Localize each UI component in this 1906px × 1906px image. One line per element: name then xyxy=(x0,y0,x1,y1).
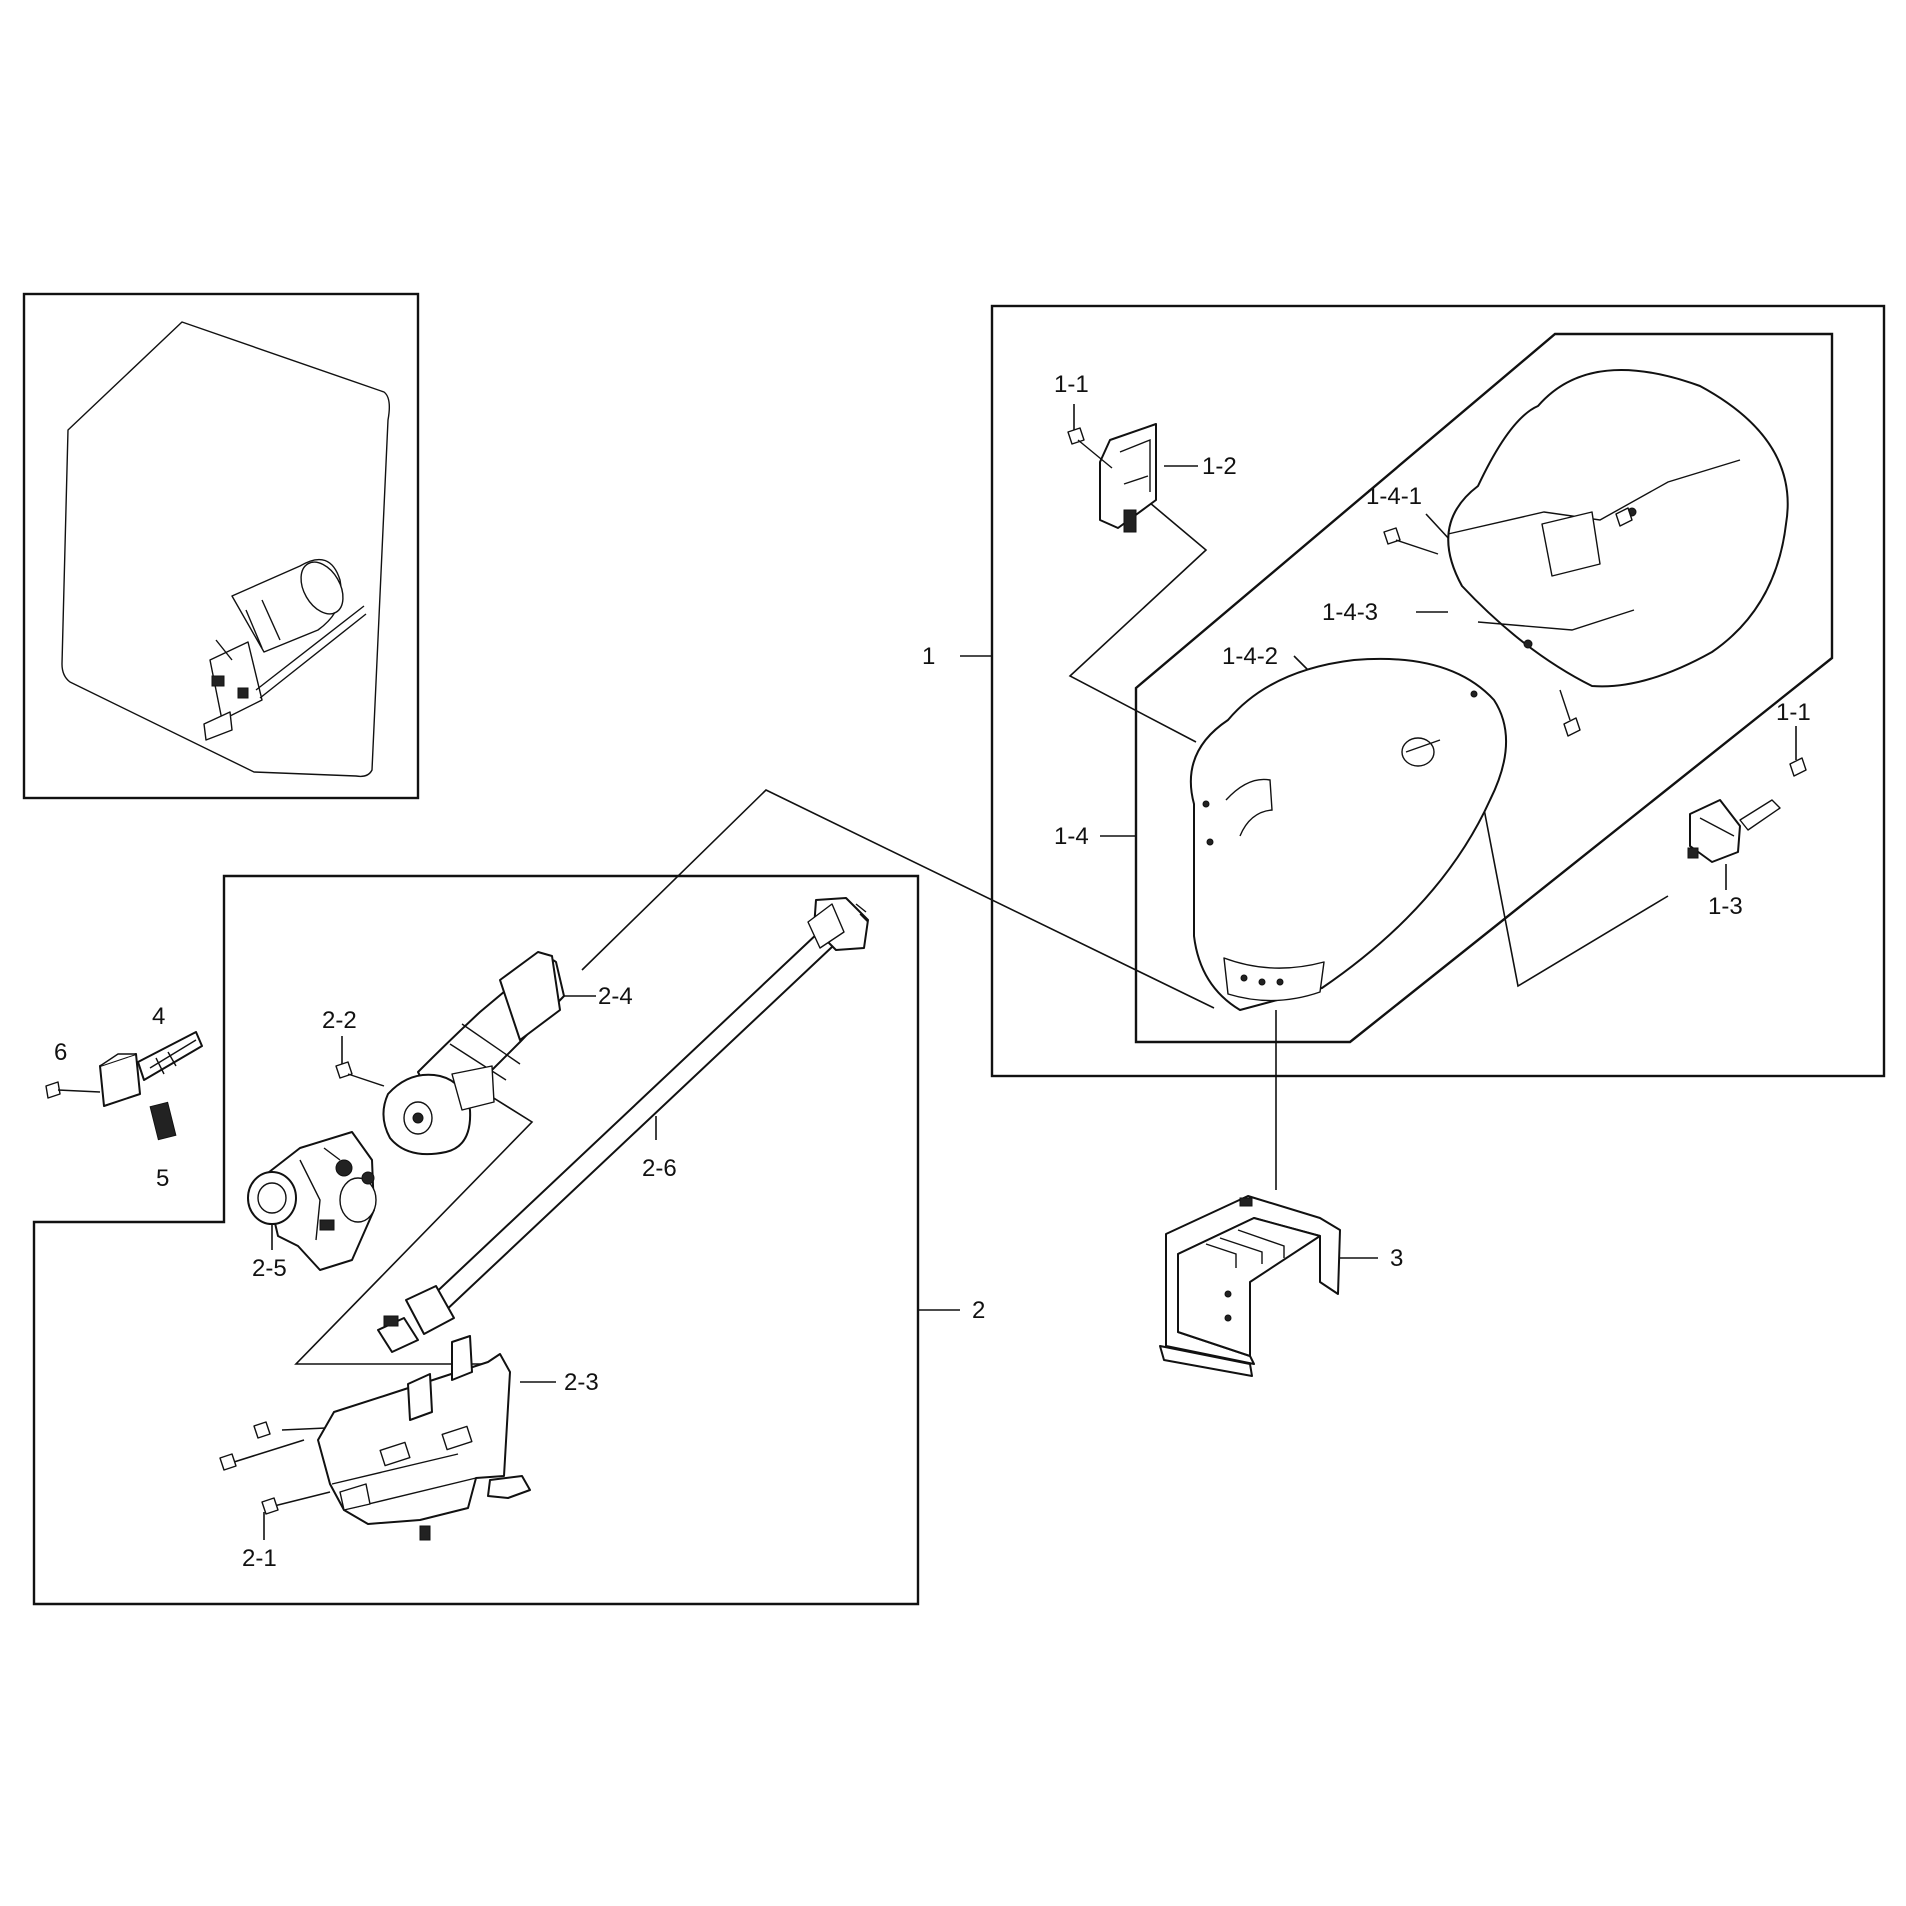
callout-1-3: 1-3 xyxy=(1708,893,1743,920)
part-1-4-1-screws xyxy=(1383,507,1633,737)
part-2-4-igniter-coil xyxy=(382,1065,495,1156)
part-1-4-2-drum-lower xyxy=(1189,657,1508,1011)
part-1-2-bracket xyxy=(1099,423,1157,533)
part-4-igniter-block xyxy=(99,1031,203,1107)
part-1-4-3-drum-upper xyxy=(1447,369,1789,688)
overview-burner-assembly xyxy=(203,558,367,741)
callout-1-4-1: 1-4-1 xyxy=(1366,483,1422,510)
part-2-1-screws xyxy=(219,1421,279,1515)
callout-5: 5 xyxy=(156,1165,169,1192)
part-3-mounting-bracket xyxy=(1159,1195,1341,1377)
callout-1-1-top: 1-1 xyxy=(1054,371,1089,398)
callout-1: 1 xyxy=(922,643,935,670)
callout-2-2: 2-2 xyxy=(322,1007,357,1034)
part-1-1-screw-right xyxy=(1789,757,1807,777)
callout-1-4: 1-4 xyxy=(1054,823,1089,850)
callout-2-5: 2-5 xyxy=(252,1255,287,1282)
part-2-5-gas-valve xyxy=(247,1131,377,1271)
callout-2-3: 2-3 xyxy=(564,1369,599,1396)
callout-2: 2 xyxy=(972,1297,985,1324)
callout-labels: 1 1-1 1-2 1-4-1 1-4-3 1-4-2 1-1 1-4 1-3 … xyxy=(54,371,1811,1572)
callout-2-1: 2-1 xyxy=(242,1545,277,1572)
part-2-2-screw xyxy=(335,1061,385,1087)
callout-1-4-3: 1-4-3 xyxy=(1322,599,1378,626)
part-2-4-burner-tube xyxy=(417,951,565,1098)
assembly-2-frame xyxy=(32,874,920,1606)
overview-inset xyxy=(22,292,420,800)
callout-2-4: 2-4 xyxy=(598,983,633,1010)
callout-6: 6 xyxy=(54,1039,67,1066)
part-5-clip xyxy=(149,1101,177,1141)
part-2-6-gas-pipe xyxy=(377,897,869,1353)
part-1-3-sensor xyxy=(1687,799,1781,863)
callout-2-6: 2-6 xyxy=(642,1155,677,1182)
callout-4: 4 xyxy=(152,1003,165,1030)
callout-3: 3 xyxy=(1390,1245,1403,1272)
part-6-screw xyxy=(45,1081,101,1099)
assembly-1-frame xyxy=(990,304,1886,1078)
leader-lines xyxy=(233,404,1797,1540)
part-2-3-base-bracket xyxy=(317,1335,531,1541)
callout-1-2: 1-2 xyxy=(1202,453,1237,480)
part-1-1-screw-top xyxy=(1067,427,1113,469)
callout-1-1-right: 1-1 xyxy=(1776,699,1811,726)
callout-1-4-2: 1-4-2 xyxy=(1222,643,1278,670)
